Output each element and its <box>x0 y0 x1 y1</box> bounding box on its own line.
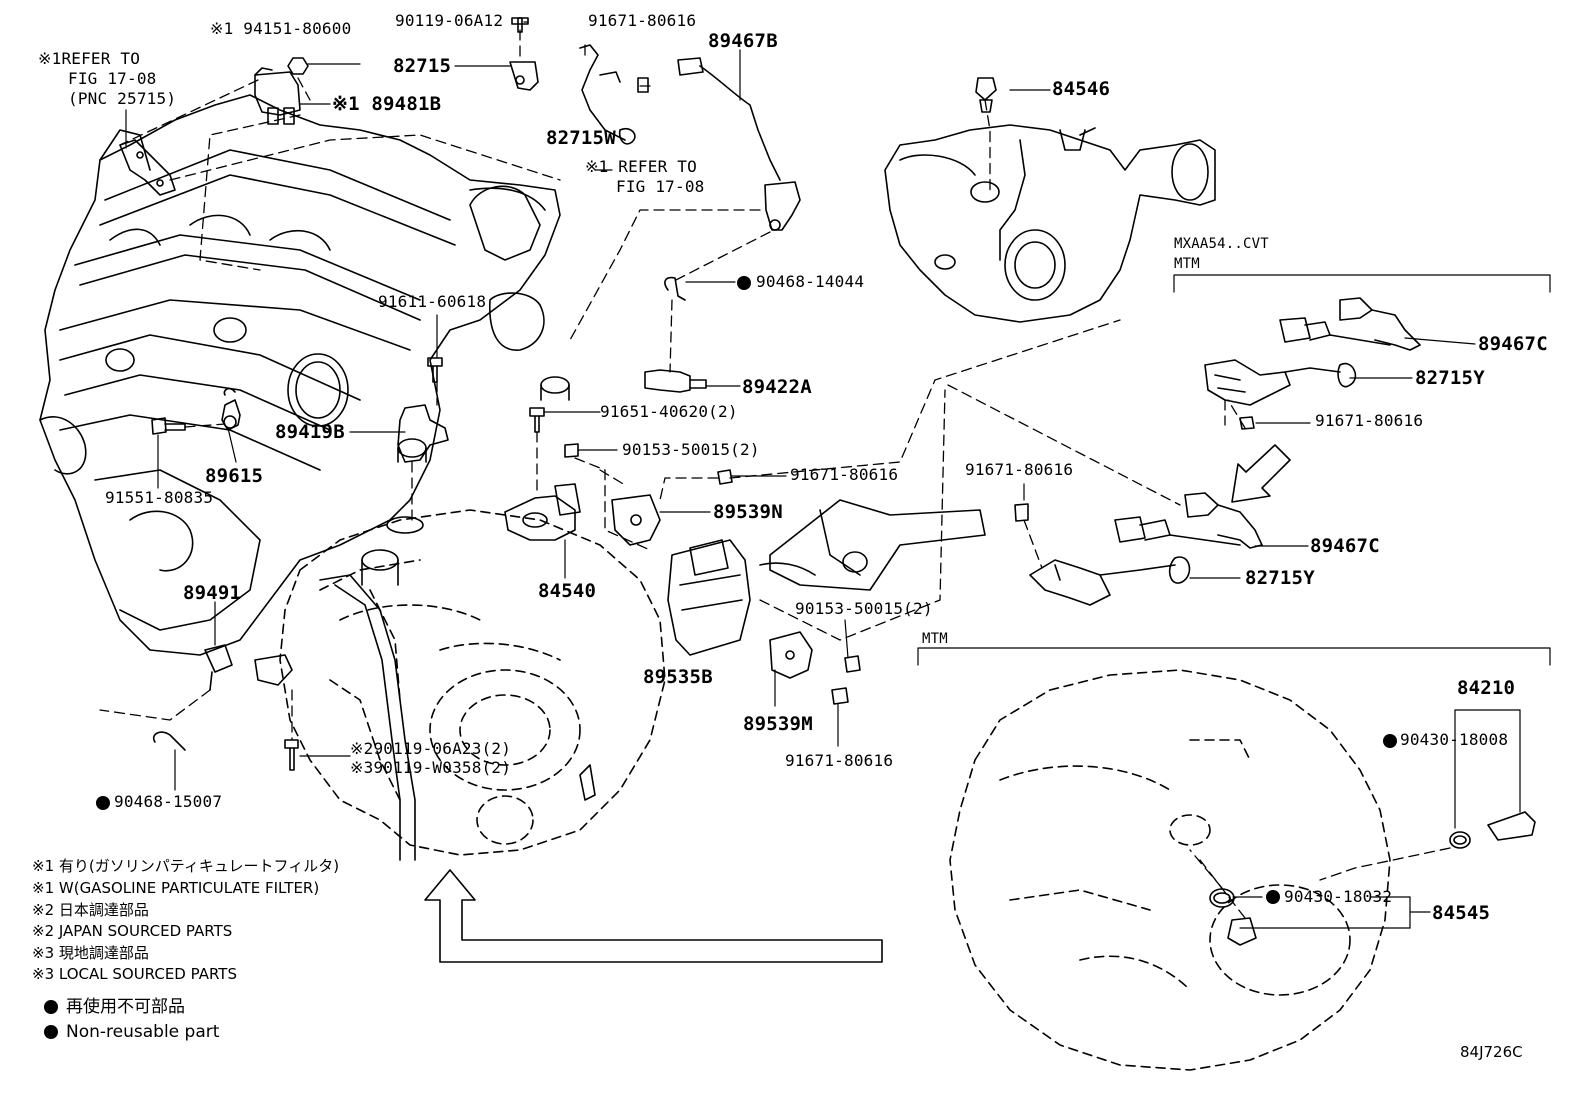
label-90430-18008: 90430-18008 <box>1400 730 1509 749</box>
label-mtm-lower: MTM <box>922 631 948 647</box>
label-91551-80835: 91551-80835 <box>105 488 214 507</box>
label-94151-80600: ※1 94151-80600 <box>210 19 352 38</box>
label-91671-80616-mid: 91671-80616 <box>790 465 899 484</box>
mtm-transaxle-drawing <box>949 669 1391 1071</box>
note-gpf-en: ※1 W(GASOLINE PARTICULATE FILTER) <box>32 879 320 897</box>
label-91651-40620: 91651-40620(2) <box>600 402 738 421</box>
label-89467c-upper: 89467C <box>1478 333 1548 355</box>
note-japan-jp: ※2 日本調達部品 <box>32 901 149 919</box>
group-brackets <box>917 274 1551 666</box>
label-84540: 84540 <box>538 580 597 602</box>
label-82715y-upper: 82715Y <box>1415 367 1485 389</box>
dashed-leader-lines <box>99 29 1451 919</box>
note-non-reusable-en: Non-reusable part <box>66 1022 220 1042</box>
label-91671-80616-right: 91671-80616 <box>965 460 1074 479</box>
label-82715y-lower: 82715Y <box>1245 567 1315 589</box>
leader-lines <box>125 21 1521 929</box>
label-90153-50015-lower: 90153-50015(2) <box>795 599 933 618</box>
label-mxaa54-cvt: MXAA54..CVT <box>1174 236 1269 252</box>
refer-note-2-line1: ※1 REFER TO <box>585 157 697 176</box>
label-89467b: 89467B <box>708 30 778 52</box>
transfer-case-drawing <box>884 77 1216 323</box>
note-local-en: ※3 LOCAL SOURCED PARTS <box>32 965 237 983</box>
direction-arrow <box>424 869 883 963</box>
exhaust-pipe-drawing <box>759 499 986 591</box>
label-89419b: 89419B <box>275 421 345 443</box>
label-82715w: 82715W <box>546 127 616 149</box>
label-90430-18032: 90430-18032 <box>1284 887 1393 906</box>
engine-block-drawing <box>39 94 561 656</box>
note-local-jp: ※3 現地調達部品 <box>32 944 149 962</box>
label-91671-80616-mtm: 91671-80616 <box>1315 411 1424 430</box>
label-90468-15007: 90468-15007 <box>114 792 223 811</box>
label-91611-60618: 91611-60618 <box>378 292 487 311</box>
transaxle-drawing <box>279 509 666 856</box>
label-84546: 84546 <box>1052 78 1111 100</box>
label-84545: 84545 <box>1432 902 1491 924</box>
label-90119-06a12: 90119-06A12 <box>395 11 504 30</box>
label-89422a: 89422A <box>742 376 812 398</box>
refer-note-2-line2: FIG 17-08 <box>616 177 705 196</box>
label-mtm-upper: MTM <box>1174 256 1200 272</box>
non-reusable-markers <box>44 276 1397 1039</box>
label-89539n: 89539N <box>713 501 783 523</box>
mtm-sensor-drawing <box>1014 297 1421 606</box>
label-89615: 89615 <box>205 465 264 487</box>
sensor-parts <box>119 17 861 771</box>
label-89539m: 89539M <box>743 713 813 735</box>
refer-note-1-line3: (PNC 25715) <box>68 89 177 108</box>
refer-note-1-line2: FIG 17-08 <box>68 69 157 88</box>
label-90119-w0358: ※390119-W0358(2) <box>350 758 512 777</box>
diagram-id: 84J726C <box>1460 1043 1523 1061</box>
label-90119-06a23: ※290119-06A23(2) <box>350 739 512 758</box>
label-91671-80616-top: 91671-80616 <box>588 11 697 30</box>
note-non-reusable-jp: 再使用不可部品 <box>66 997 185 1017</box>
note-japan-en: ※2 JAPAN SOURCED PARTS <box>32 922 233 940</box>
label-90153-50015-upper: 90153-50015(2) <box>622 440 760 459</box>
note-gpf-jp: ※1 有り(ガソリンパティキュレートフィルタ) <box>32 857 340 875</box>
label-84210: 84210 <box>1457 677 1516 699</box>
label-91671-80616-lower: 91671-80616 <box>785 751 894 770</box>
label-89491: 89491 <box>183 582 242 604</box>
label-90468-14044: 90468-14044 <box>756 272 865 291</box>
label-89535b: 89535B <box>643 666 713 688</box>
label-89481b: ※1 89481B <box>332 93 442 115</box>
label-89467c-lower: 89467C <box>1310 535 1380 557</box>
label-82715: 82715 <box>393 55 452 77</box>
refer-note-1-line1: ※1REFER TO <box>38 49 141 68</box>
